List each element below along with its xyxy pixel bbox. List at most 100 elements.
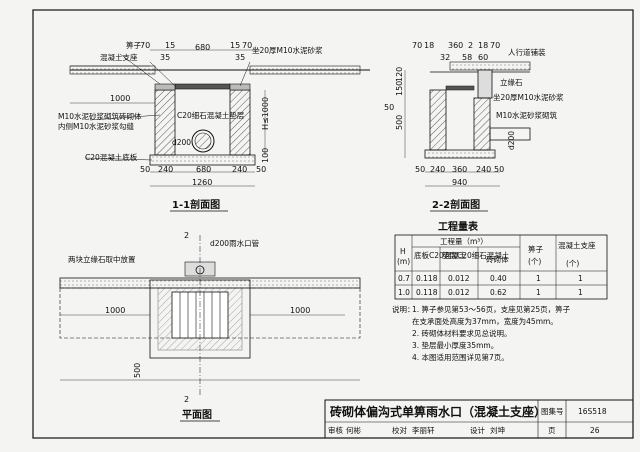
row1-grate: 1 bbox=[536, 274, 541, 283]
label-pipe-plan: d200雨水口管 bbox=[210, 238, 260, 248]
label-mortar-top-1: 坐20厚M10水泥砂浆 bbox=[252, 45, 323, 55]
dim2-bot-2: 240 bbox=[430, 165, 445, 174]
dim2-bot-1: 50 bbox=[415, 165, 425, 174]
design-label: 设计 bbox=[470, 425, 485, 435]
note-4: 4. 本图适用范围详见第7页。 bbox=[412, 352, 509, 362]
row2-brick: 0.62 bbox=[490, 288, 507, 297]
dim2-bot-5: 50 bbox=[494, 165, 504, 174]
label-pipe-1: d200 bbox=[172, 138, 191, 147]
dim-total-2: 940 bbox=[452, 178, 467, 187]
dim-bot-5: 50 bbox=[256, 165, 266, 174]
dim2-top-8: 58 bbox=[462, 53, 472, 62]
table-title: 工程量表 bbox=[438, 220, 479, 233]
proofer-name: 李丽轩 bbox=[412, 425, 435, 435]
dim2-left-4: 500 bbox=[395, 115, 404, 130]
review-label: 审核 bbox=[328, 425, 343, 435]
grate-1 bbox=[174, 83, 231, 90]
dim-bot-1: 50 bbox=[140, 165, 150, 174]
curb-stone bbox=[477, 69, 493, 99]
wall-2-left bbox=[429, 89, 447, 151]
section-1-title: 1-1剖面图 bbox=[172, 198, 220, 211]
dim2-top-1: 70 bbox=[412, 41, 422, 50]
reviewer-name: 何彬 bbox=[346, 425, 361, 435]
dim2-top-2: 18 bbox=[424, 41, 434, 50]
base-slab-1 bbox=[149, 154, 256, 166]
row1-pad: 0.012 bbox=[448, 274, 470, 283]
dim-plan-left: 1000 bbox=[105, 306, 125, 315]
plan-view: 1000 1000 2 2 500 两块立缘石取中放置 d200雨水口管 平面图 bbox=[59, 231, 361, 422]
label-brick-wall-2: M10水泥砂浆砌筑 bbox=[496, 110, 558, 120]
dim-top-6: 680 bbox=[195, 43, 210, 52]
note-2: 2. 砖砌体材料要求见总说明。 bbox=[412, 328, 512, 338]
dim2-bot-4: 240 bbox=[476, 165, 491, 174]
dim-top-4: 70 bbox=[242, 41, 252, 50]
dim-top-5: 35 bbox=[160, 53, 170, 62]
page-number: 26 bbox=[590, 426, 600, 435]
pipe-1 bbox=[191, 129, 215, 153]
dim2-top-3: 360 bbox=[448, 41, 463, 50]
th-seat-unit: (个) bbox=[566, 259, 579, 268]
dim-bot-2: 240 bbox=[158, 165, 173, 174]
th-group: 工程量（m³） bbox=[440, 237, 488, 246]
page-label: 页 bbox=[548, 426, 556, 435]
atlas-number: 16S518 bbox=[578, 407, 607, 416]
label-concrete-seat: 混凝土支座 bbox=[100, 52, 138, 62]
row2-seat: 1 bbox=[578, 288, 583, 297]
label-grate: 箅子 bbox=[126, 40, 141, 50]
dim-plan-offset: 500 bbox=[133, 363, 142, 378]
th-grate: 箅子 bbox=[528, 244, 543, 254]
dim-left-len: 1000 bbox=[110, 94, 130, 103]
note-1: 1. 箅子参见第53～56页，支座见第25页，箅子 bbox=[412, 304, 571, 314]
label-brick-wall: M10水泥砂浆砌筑砖砌体 bbox=[58, 111, 142, 121]
atlas-label: 图集号 bbox=[541, 406, 564, 416]
row1-base: 0.118 bbox=[416, 274, 438, 283]
dim-bot-4: 240 bbox=[232, 165, 247, 174]
label-pipe-2: d200 bbox=[507, 131, 516, 150]
dim2-bot-3: 360 bbox=[452, 165, 467, 174]
dim-height: H≤1000 bbox=[261, 97, 270, 130]
row2-pad: 0.012 bbox=[448, 288, 470, 297]
notes-heading: 说明： bbox=[392, 304, 415, 314]
label-pavement: 人行道铺装 bbox=[508, 47, 546, 57]
label-mortar-top-2: 坐20厚M10水泥砂浆 bbox=[493, 92, 564, 102]
dim-bot-3: 680 bbox=[196, 165, 211, 174]
section-mark-top: 2 bbox=[184, 231, 189, 240]
dim2-top-5: 18 bbox=[478, 41, 488, 50]
section-1-1: 70 15 15 70 35 680 35 箅子 混凝土支座 坐20厚M10水泥… bbox=[58, 40, 370, 212]
dim-base-h: 100 bbox=[261, 148, 270, 163]
section-mark-bottom: 2 bbox=[184, 395, 189, 404]
label-fill-note: C20细石混凝土垫层 bbox=[177, 110, 245, 120]
row2-grate: 1 bbox=[536, 288, 541, 297]
dim2-top-9: 60 bbox=[478, 53, 488, 62]
row1-seat: 1 bbox=[578, 274, 583, 283]
dim2-top-6: 70 bbox=[490, 41, 500, 50]
th-base: 底板C20混凝土 bbox=[414, 250, 467, 260]
dim2-top-4: 2 bbox=[468, 41, 473, 50]
dim-top-7: 35 bbox=[235, 53, 245, 62]
title-block: 砖砌体偏沟式单箅雨水口（混凝土支座） 图集号 16S518 审核 何彬 校对 李… bbox=[324, 399, 634, 439]
row2-base: 0.118 bbox=[416, 288, 438, 297]
wall-2-right bbox=[473, 97, 491, 151]
th-brick: 砖砌体 bbox=[486, 254, 509, 264]
th-h: H bbox=[400, 247, 406, 256]
row2-h: 1.0 bbox=[398, 288, 410, 297]
dim-total-1: 1260 bbox=[192, 178, 212, 187]
right-brick-wall bbox=[229, 89, 251, 156]
dim2-top-7: 32 bbox=[440, 53, 450, 62]
dim-top-2: 15 bbox=[165, 41, 175, 50]
dim-top-1: 70 bbox=[140, 41, 150, 50]
dim2-left-2: 150 bbox=[395, 81, 404, 96]
label-inner-plaster: 内侧M10水泥砂浆勾缝 bbox=[58, 121, 135, 131]
th-grate-unit: (个) bbox=[528, 257, 541, 266]
label-curb-remove: 两块立缘石取中放置 bbox=[68, 254, 136, 264]
drawing-title: 砖砌体偏沟式单箅雨水口（混凝土支座） bbox=[330, 404, 546, 419]
proof-label: 校对 bbox=[392, 425, 407, 435]
row1-brick: 0.40 bbox=[490, 274, 507, 283]
section-2-title: 2-2剖面图 bbox=[432, 198, 480, 211]
th-pad: 垫层C20细石混凝土 bbox=[442, 250, 510, 260]
dim-top-3: 15 bbox=[230, 41, 240, 50]
th-seat: 混凝土支座 bbox=[558, 240, 596, 250]
label-curb: 立缘石 bbox=[500, 77, 523, 87]
section-2-2: 人行道铺装 立缘石 坐20厚M10水泥砂浆 M10水泥砂浆砌筑 d200 70 … bbox=[384, 41, 564, 212]
